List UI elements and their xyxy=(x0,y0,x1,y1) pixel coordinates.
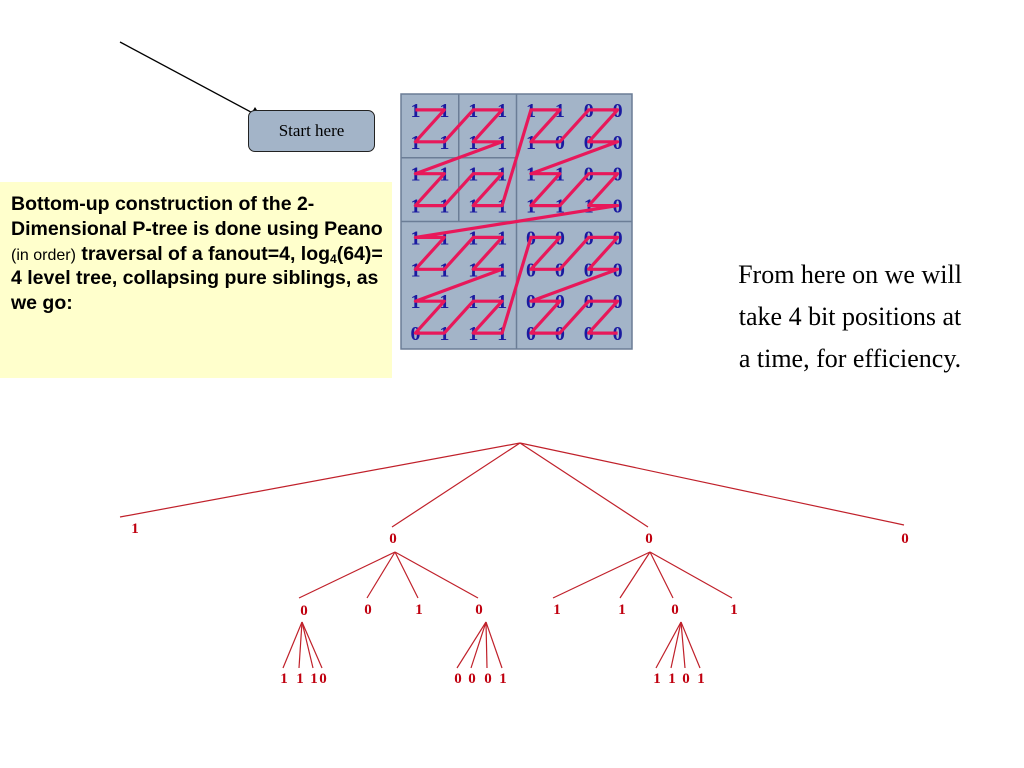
edge-l2-right-0 xyxy=(552,551,651,599)
note-line-3: a time, for efficiency. xyxy=(738,344,962,373)
edge-leaf-c-2 xyxy=(680,621,686,669)
edge-leaf-c-3 xyxy=(680,621,701,669)
start-here-callout: Start here xyxy=(248,110,375,152)
edge-root-0 xyxy=(119,442,521,518)
leaf-c-1: 1 xyxy=(668,671,676,687)
level2-left-node-0: 0 xyxy=(300,603,308,619)
efficiency-note: From here on we will take 4 bit position… xyxy=(690,254,1010,380)
note-line-2: take 4 bit positions at xyxy=(738,302,962,331)
leaf-a-0: 1 xyxy=(280,671,288,687)
leaf-c-2: 0 xyxy=(682,671,690,687)
level2-right-node-0: 1 xyxy=(553,602,561,618)
desc-part2: (in order) xyxy=(11,246,76,264)
leaf-b-0: 0 xyxy=(454,671,462,687)
edge-leaf-b-0 xyxy=(456,621,487,669)
level1-node-0: 1 xyxy=(131,521,139,537)
peano-traversal-path xyxy=(413,108,620,335)
level2-left-node-3: 0 xyxy=(475,602,483,618)
edge-root-1 xyxy=(391,442,521,528)
edge-l2-right-2 xyxy=(649,551,674,599)
edge-l2-left-3 xyxy=(394,551,479,599)
edge-leaf-b-3 xyxy=(485,621,503,669)
edge-l2-left-1 xyxy=(366,551,396,599)
level1-node-2: 0 xyxy=(645,531,653,547)
leaf-a-3: 0 xyxy=(319,671,327,687)
level2-right-node-1: 1 xyxy=(618,602,626,618)
edge-root-2 xyxy=(519,442,649,528)
leaf-b-2: 0 xyxy=(484,671,492,687)
edge-root-3 xyxy=(519,442,905,526)
desc-part3: traversal of a fanout=4, log xyxy=(81,242,331,265)
level2-right-node-2: 0 xyxy=(671,602,679,618)
edge-leaf-a-2 xyxy=(301,621,314,669)
level2-left-node-2: 1 xyxy=(415,602,423,618)
leaf-a-2: 1 xyxy=(310,671,318,687)
level1-node-3: 0 xyxy=(901,531,909,547)
leaf-b-1: 0 xyxy=(468,671,476,687)
desc-subscript: 4 xyxy=(330,251,337,266)
level2-right-node-3: 1 xyxy=(730,602,738,618)
leaf-b-3: 1 xyxy=(499,671,507,687)
description-box: Bottom-up construction of the 2-Dimensio… xyxy=(0,182,392,378)
desc-part1: Bottom-up construction of the 2-Dimensio… xyxy=(11,193,383,240)
leaf-c-3: 1 xyxy=(697,671,705,687)
edge-l2-right-1 xyxy=(619,551,651,599)
edge-l2-left-2 xyxy=(394,551,419,599)
callout-label: Start here xyxy=(278,121,345,140)
edge-l2-left-0 xyxy=(298,551,396,599)
desc-part4: (64)= 4 level tree, collapsing pure sibl… xyxy=(11,242,383,315)
note-line-1: From here on we will xyxy=(738,260,962,289)
edge-leaf-c-1 xyxy=(670,621,682,669)
edge-leaf-a-1 xyxy=(298,621,303,669)
edge-leaf-b-2 xyxy=(485,621,488,669)
edge-l2-right-3 xyxy=(649,551,733,599)
edge-leaf-b-1 xyxy=(470,621,487,669)
edge-leaf-a-0 xyxy=(282,621,303,669)
leaf-a-1: 1 xyxy=(296,671,304,687)
edge-leaf-c-0 xyxy=(655,621,682,669)
level2-left-node-1: 0 xyxy=(364,602,372,618)
leaf-c-0: 1 xyxy=(653,671,661,687)
level1-node-1: 0 xyxy=(389,531,397,547)
edge-leaf-a-3 xyxy=(301,621,323,669)
tree-edges xyxy=(119,442,905,669)
pointer-arrow-line xyxy=(119,41,263,119)
